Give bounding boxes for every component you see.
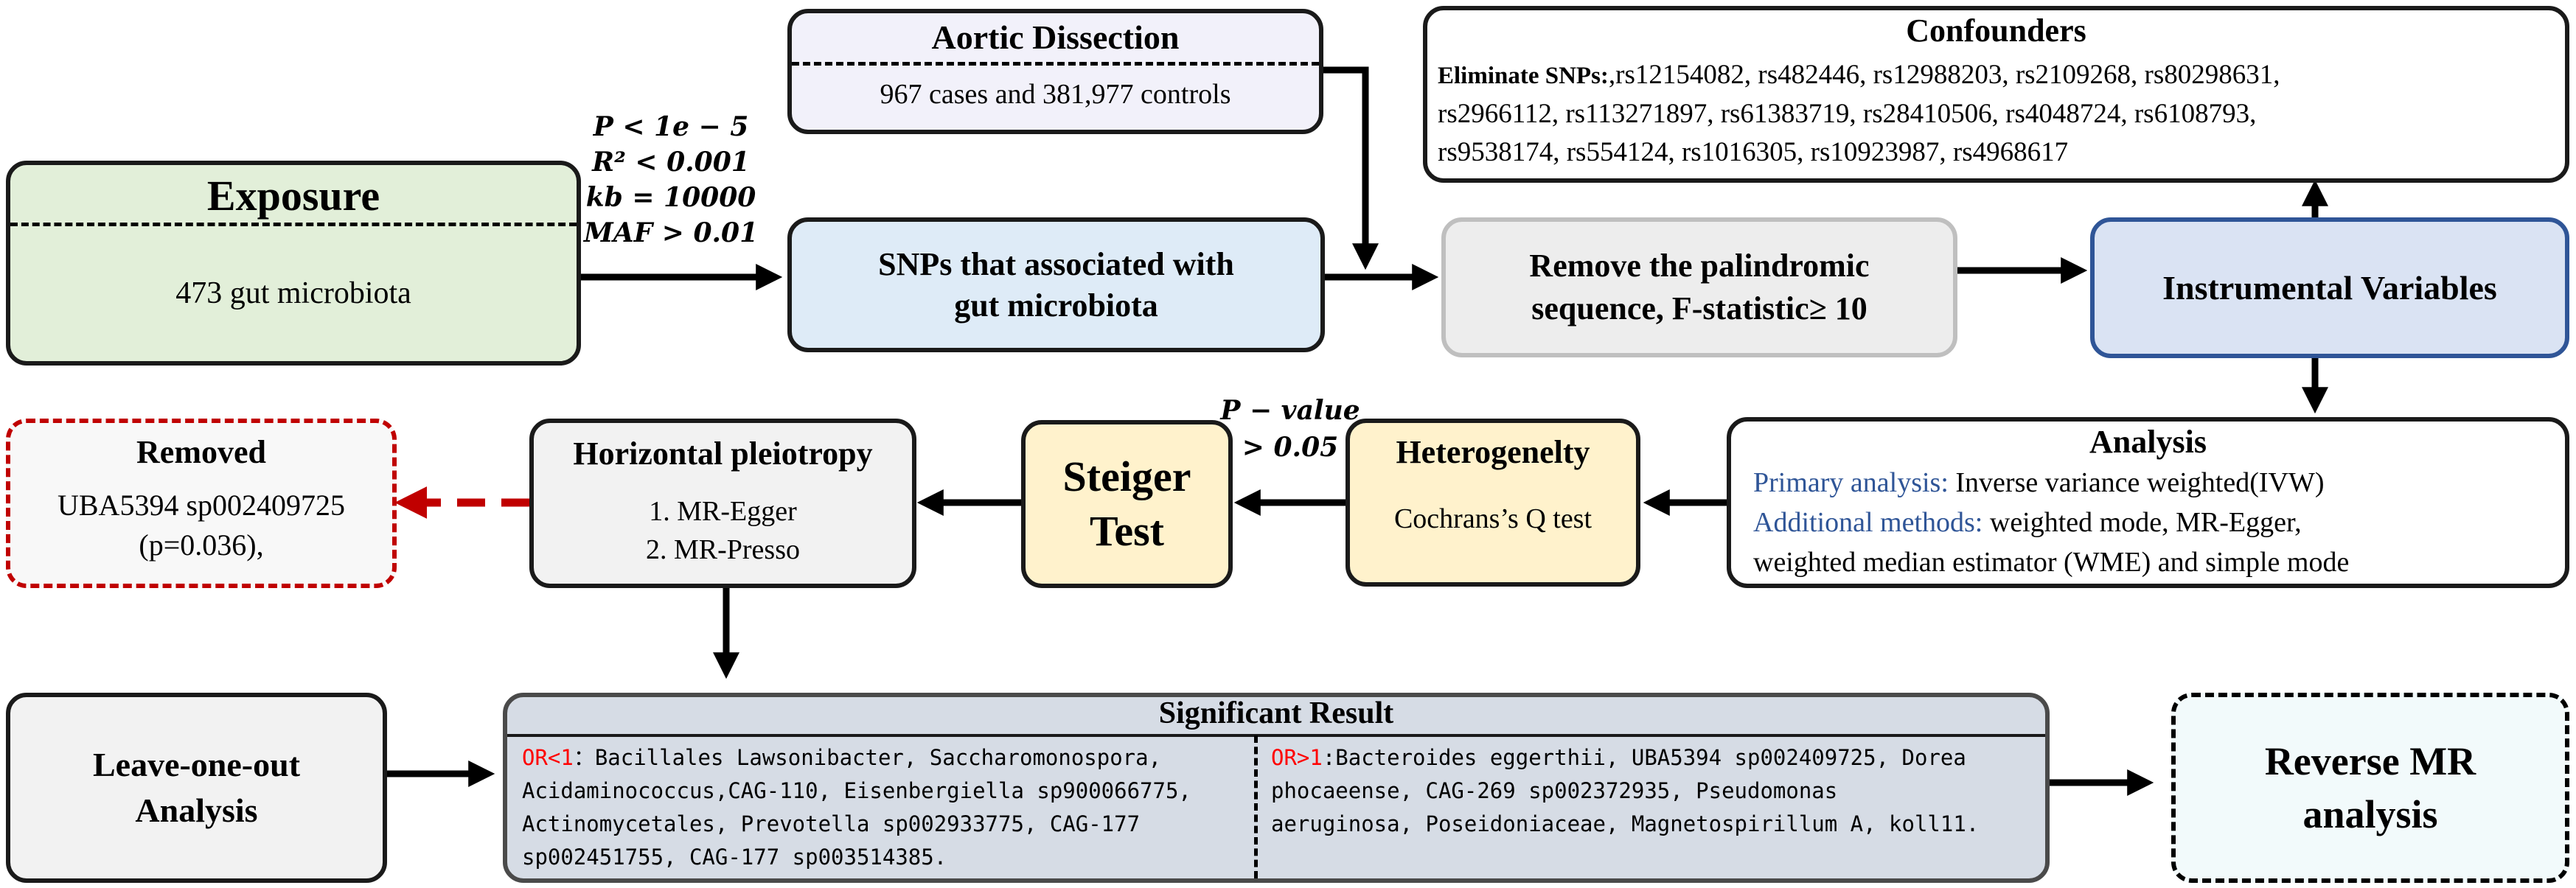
palindromic-line2: sequence, F-statistic≥ 10: [1531, 290, 1867, 326]
analysis-additional-label: Additional methods:: [1753, 507, 1983, 538]
steiger-line1: Steiger: [1062, 452, 1191, 500]
heterogeneity-title: Heterogenelty: [1396, 434, 1590, 470]
confounders-line1: ,rs12154082, rs482446, rs12988203, rs210…: [1608, 60, 2280, 90]
criteria-maf: MAF > 0.01: [583, 217, 759, 248]
steiger-line2: Test: [1090, 507, 1164, 555]
snps-line2: gut microbiota: [954, 287, 1158, 324]
leave-one-out-line2: Analysis: [135, 791, 258, 829]
confounders-title: Confounders: [1906, 13, 2086, 49]
reverse-mr-line2: analysis: [2302, 792, 2438, 836]
removed-box: Removed UBA5394 sp002409725 (p=0.036),: [6, 419, 397, 588]
exposure-divider: [10, 223, 577, 226]
pvalue-line2: > 0.05: [1242, 432, 1339, 463]
leave-one-out-line1: Leave-one-out: [92, 746, 301, 783]
or-less-label: OR<1: [522, 745, 574, 770]
significant-left-line3: Actinomycetales, Prevotella sp002933775,…: [522, 811, 1141, 836]
palindromic-line1: Remove the palindromic: [1529, 248, 1870, 284]
significant-right-line1: :Bacteroides eggerthii, UBA5394 sp002409…: [1322, 745, 1966, 770]
criteria-r2: R² < 0.001: [592, 147, 750, 178]
or-greater-label: OR>1: [1271, 745, 1323, 770]
analysis-line3: weighted median estimator (WME) and simp…: [1753, 547, 2350, 578]
significant-left-line2: Acidaminococcus,CAG-110, Eisenbergiella …: [522, 778, 1191, 803]
reverse-mr-box: Reverse MR analysis: [2171, 693, 2569, 883]
outcome-title: Aortic Dissection: [931, 18, 1180, 56]
criteria-p: P < 1e − 5: [593, 111, 749, 142]
analysis-primary-text: Inverse variance weighted(IVW): [1948, 467, 2325, 498]
confounders-prefix: Eliminate SNPs:: [1438, 63, 1609, 89]
pvalue-criterion: P − value > 0.05: [1209, 392, 1371, 466]
removed-title: Removed: [136, 434, 266, 470]
leave-one-out-box: Leave-one-out Analysis: [6, 693, 387, 883]
steiger-box: Steiger Test: [1021, 420, 1233, 588]
significant-left-line1: ：Bacillales Lawsonibacter, Saccharomonos…: [573, 745, 1162, 770]
exposure-box: Exposure 473 gut microbiota: [6, 161, 581, 366]
snps-line1: SNPs that associated with: [878, 245, 1234, 282]
palindromic-box: Remove the palindromic sequence, F-stati…: [1441, 217, 1957, 357]
significant-box: Significant Result OR<1：Bacillales Lawso…: [503, 693, 2050, 883]
selection-criteria: P < 1e − 5 R² < 0.001 kb = 10000 MAF > 0…: [582, 109, 759, 251]
reverse-mr-line1: Reverse MR: [2264, 739, 2476, 783]
removed-line1: UBA5394 sp002409725: [57, 489, 346, 522]
significant-title-divider: [507, 734, 2045, 737]
significant-right-list: OR>1:Bacteroides eggerthii, UBA5394 sp00…: [1271, 741, 2045, 841]
pleiotropy-item2: 2. MR-Presso: [645, 534, 801, 565]
pleiotropy-box: Horizontal pleiotropy 1. MR-Egger 2. MR-…: [529, 419, 916, 588]
outcome-box: Aortic Dissection 967 cases and 381,977 …: [787, 9, 1323, 134]
exposure-body: 473 gut microbiota: [175, 276, 411, 310]
outcome-divider: [792, 62, 1319, 66]
significant-left-list: OR<1：Bacillales Lawsonibacter, Saccharom…: [522, 741, 1252, 874]
arrow-outcome-junction: [1323, 66, 1379, 270]
snps-box: SNPs that associated with gut microbiota: [787, 217, 1325, 352]
pleiotropy-title: Horizontal pleiotropy: [573, 436, 873, 472]
significant-right-line3: aeruginosa, Poseidoniaceae, Magnetospiri…: [1271, 811, 1980, 836]
pleiotropy-item1: 1. MR-Egger: [649, 496, 797, 527]
analysis-additional-text: weighted mode, MR-Egger,: [1983, 507, 2302, 538]
analysis-box: Analysis Primary analysis: Inverse varia…: [1727, 417, 2569, 588]
instrumental-label: Instrumental Variables: [2162, 269, 2497, 307]
analysis-methods: Primary analysis: Inverse variance weigh…: [1753, 463, 2558, 582]
heterogeneity-body: Cochrans’s Q test: [1393, 503, 1592, 534]
removed-line2: (p=0.036),: [139, 528, 264, 562]
instrumental-box: Instrumental Variables: [2090, 217, 2569, 358]
confounders-list: Eliminate SNPs:,rs12154082, rs482446, rs…: [1438, 56, 2558, 172]
significant-right-line2: phocaeense, CAG-269 sp002372935, Pseudom…: [1271, 778, 1838, 803]
confounders-box: Confounders Eliminate SNPs:,rs12154082, …: [1423, 6, 2569, 183]
exposure-title: Exposure: [206, 172, 380, 220]
outcome-body: 967 cases and 381,977 controls: [880, 79, 1231, 110]
pvalue-line1: P − value: [1220, 395, 1360, 426]
heterogeneity-box: Heterogenelty Cochrans’s Q test: [1346, 419, 1640, 587]
confounders-line2: rs2966112, rs113271897, rs61383719, rs28…: [1438, 99, 2257, 129]
significant-left-line4: sp002451755, CAG-177 sp003514385.: [522, 845, 947, 870]
confounders-line3: rs9538174, rs554124, rs1016305, rs109239…: [1438, 137, 2069, 167]
significant-title: Significant Result: [1158, 696, 1394, 730]
analysis-primary-label: Primary analysis:: [1753, 467, 1949, 498]
criteria-kb: kb = 10000: [585, 182, 756, 213]
significant-column-divider: [1254, 735, 1258, 878]
analysis-title: Analysis: [2089, 424, 2207, 460]
